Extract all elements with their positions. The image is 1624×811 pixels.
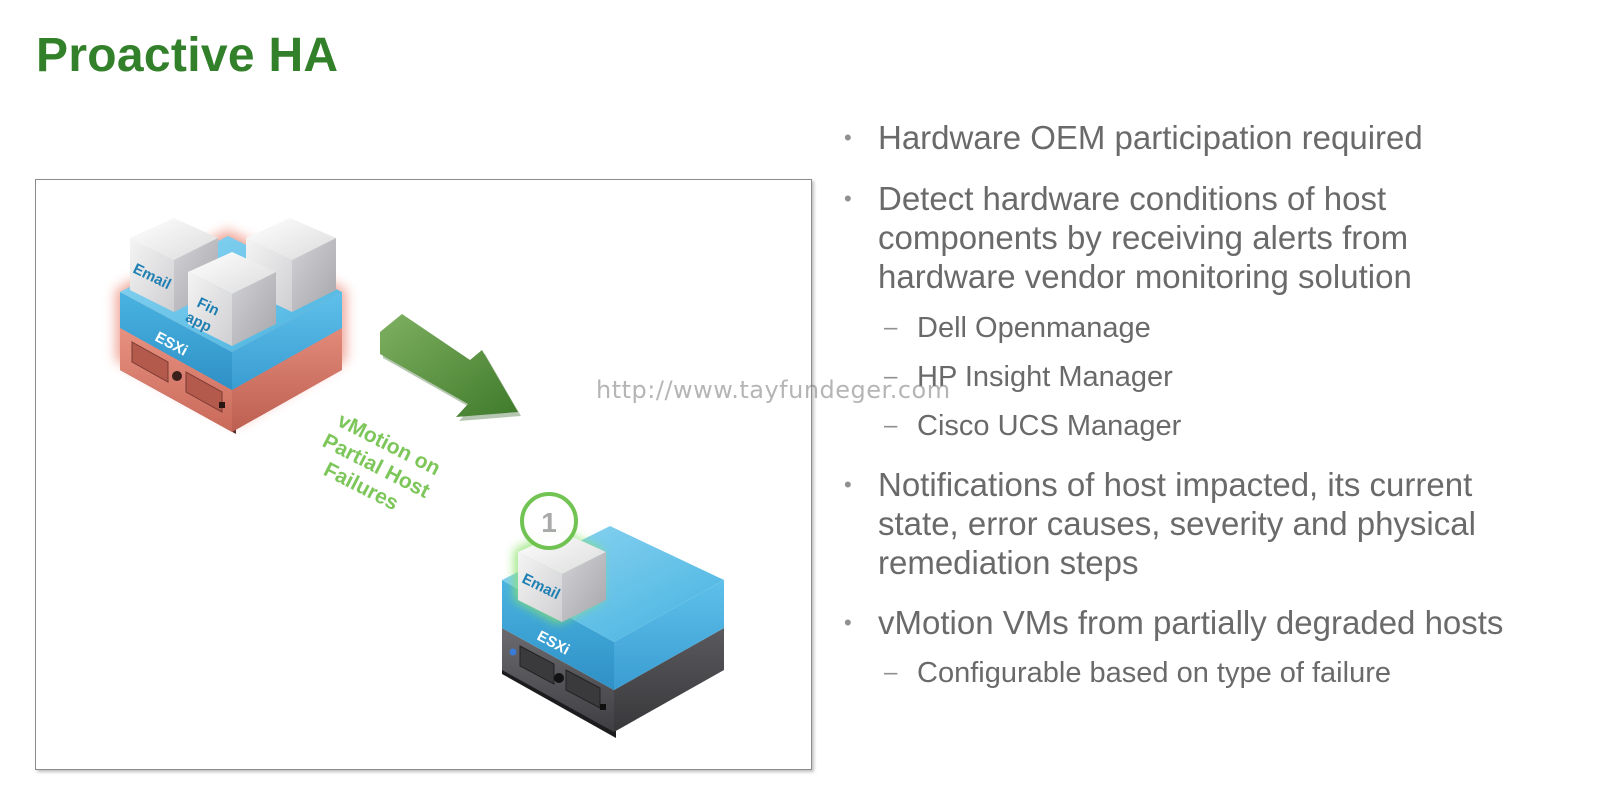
migration-arrow-icon: [380, 314, 521, 421]
sub-bullet-item: – Configurable based on type of failure: [884, 656, 1391, 690]
power-button-icon: [172, 371, 182, 381]
slide-title: Proactive HA: [36, 29, 339, 82]
sub-bullet-text: Configurable based on type of failure: [917, 657, 1391, 689]
bullet-dot-icon: •: [844, 610, 852, 635]
sub-bullet-text: Dell Openmanage: [917, 312, 1151, 344]
vmotion-caption: vMotion on Partial Host Failures: [307, 407, 449, 528]
bullet-text: Hardware OEM participation required: [878, 119, 1423, 156]
status-led-blue: [509, 648, 517, 656]
bullet-text: vMotion VMs from partially degraded host…: [878, 604, 1504, 641]
sub-bullet-item: – Cisco UCS Manager: [884, 409, 1181, 443]
caption-text: vMotion on Partial Host Failures: [307, 407, 449, 528]
sub-bullet-text: HP Insight Manager: [917, 361, 1173, 393]
vm-cube-fin-app: Fin app: [183, 252, 276, 346]
sub-bullet-dash-icon: –: [884, 314, 898, 341]
bullet-text: Detect hardware conditions of host compo…: [878, 180, 1412, 295]
source-host: ESXi Email Fi: [116, 218, 346, 434]
esxi-layer-left: [120, 292, 232, 390]
drive-bay: [131, 341, 169, 383]
sub-bullet-item: – HP Insight Manager: [884, 360, 1173, 394]
sub-bullet-text: Cisco UCS Manager: [917, 410, 1182, 442]
server-right-face: [232, 326, 342, 432]
step-number: 1: [541, 507, 557, 538]
drive-bay: [185, 371, 223, 413]
esxi-layer-right: [614, 580, 724, 690]
sub-bullet-item: – Dell Openmanage: [884, 311, 1151, 345]
sub-bullet-dash-icon: –: [884, 363, 898, 390]
bullet-item: • Detect hardware conditions of host com…: [844, 179, 1614, 296]
power-button-icon: [554, 673, 564, 683]
watermark-url: http://www.tayfundeger.com: [596, 376, 951, 404]
diagram-canvas: ESXi Email Fi: [116, 218, 724, 738]
bullet-dot-icon: •: [844, 125, 852, 150]
sub-bullet-dash-icon: –: [884, 659, 898, 686]
esxi-layer-right: [232, 292, 342, 390]
drive-bay: [519, 645, 555, 685]
proactive-ha-diagram: ESXi Email Fi: [35, 179, 812, 770]
bullet-text: Notifications of host impacted, its curr…: [878, 466, 1476, 581]
step-number-badge: 1: [520, 492, 578, 550]
bullet-dot-icon: •: [844, 472, 852, 497]
server-right-face: [614, 628, 724, 732]
status-led: [219, 402, 225, 408]
bullet-item: • vMotion VMs from partially degraded ho…: [844, 603, 1614, 642]
bullet-dot-icon: •: [844, 186, 852, 211]
bullet-item: • Hardware OEM participation required: [844, 118, 1614, 157]
target-host: ESXi Email 1: [502, 492, 724, 738]
sub-bullet-dash-icon: –: [884, 412, 898, 439]
status-led: [600, 704, 606, 710]
bullet-item: • Notifications of host impacted, its cu…: [844, 465, 1614, 582]
